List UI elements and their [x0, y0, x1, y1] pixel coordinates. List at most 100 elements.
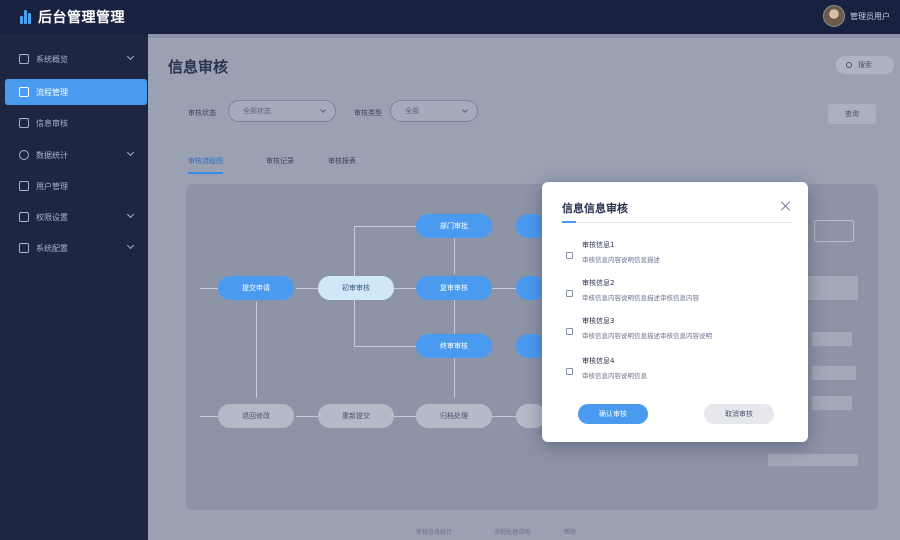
item-desc: 审核信息内容说明信息: [582, 372, 647, 380]
connector: [394, 416, 416, 417]
sidebar-item-label: 用户管理: [36, 181, 68, 191]
sidebar-item-settings[interactable]: 系统配置: [5, 235, 147, 261]
search-label: 搜索: [858, 61, 872, 69]
flow-node-top[interactable]: 部门审批: [416, 214, 492, 238]
item-title: 审核信息3: [582, 317, 615, 325]
close-icon[interactable]: [780, 200, 792, 212]
item-desc: 审核信息内容说明信息描述: [582, 256, 660, 264]
chevron-down-icon: [126, 241, 135, 250]
connector: [354, 346, 416, 347]
checkbox[interactable]: [566, 328, 573, 335]
sidebar-item-label: 流程管理: [36, 87, 68, 97]
footer-link[interactable]: 流程处理说明: [494, 529, 531, 536]
modal-title: 信息信息审核: [562, 202, 628, 215]
status-select-value: 全部状态: [243, 107, 271, 115]
type-select-value: 全部: [405, 107, 419, 115]
document-icon: [19, 118, 29, 128]
flow-node-grey[interactable]: 归档处理: [416, 404, 492, 428]
flow-icon: [19, 87, 29, 97]
connector: [296, 416, 318, 417]
search-icon: [846, 62, 852, 68]
item-title: 审核信息4: [582, 357, 615, 365]
item-title: 审核信息2: [582, 279, 615, 287]
item-desc: 审核信息内容说明信息描述审核信息内容: [582, 294, 699, 302]
flow-node-partial[interactable]: [516, 276, 546, 300]
connector: [492, 288, 516, 289]
status-select[interactable]: 全部状态: [228, 100, 336, 122]
item-desc: 审核信息内容说明信息描述审核信息内容说明: [582, 332, 712, 340]
app-logo[interactable]: 后台管理管理: [20, 7, 125, 27]
flow-node-bottom[interactable]: 终审审核: [416, 334, 492, 358]
page-title: 信息审核: [168, 58, 229, 76]
flow-node-grey[interactable]: 退回修改: [218, 404, 294, 428]
sidebar-item-users[interactable]: 用户管理: [5, 173, 147, 199]
sidebar-item-stats[interactable]: 数据统计: [5, 142, 147, 168]
chevron-down-icon: [462, 107, 468, 113]
flow-node-grey[interactable]: 重新提交: [318, 404, 394, 428]
flow-node-middle[interactable]: 复审审核: [416, 276, 492, 300]
panel-line: [812, 396, 852, 410]
sidebar-item-label: 权限设置: [36, 212, 68, 222]
checkbox[interactable]: [566, 368, 573, 375]
flow-node-review[interactable]: 初审审核: [318, 276, 394, 300]
panel-line: [768, 454, 858, 466]
tab-flow-chart[interactable]: 审核流程图: [188, 156, 223, 174]
connector: [296, 288, 318, 289]
connector: [256, 302, 257, 398]
review-modal: 信息信息审核 审核信息1 审核信息内容说明信息描述 审核信息2 审核信息内容说明…: [542, 182, 808, 442]
connector: [454, 300, 455, 334]
checkbox[interactable]: [566, 290, 573, 297]
divider: [562, 222, 792, 223]
sidebar-item-label: 数据统计: [36, 150, 68, 160]
user-icon: [19, 181, 29, 191]
checkbox[interactable]: [566, 252, 573, 259]
footer-link[interactable]: 帮助: [564, 529, 577, 536]
filter-label-status: 审核状态: [188, 109, 216, 117]
sidebar-item-process[interactable]: 流程管理: [5, 79, 147, 105]
avatar[interactable]: [823, 5, 845, 27]
confirm-button[interactable]: 确认审核: [578, 404, 648, 424]
connector: [354, 226, 416, 227]
clock-icon: [19, 150, 29, 160]
flow-node-partial[interactable]: [516, 214, 546, 238]
user-menu[interactable]: 管理员用户: [823, 5, 890, 27]
chevron-down-icon: [126, 210, 135, 219]
footer-link[interactable]: 审核信息统计: [416, 529, 453, 536]
panel-field: [806, 276, 858, 300]
sidebar-item-review[interactable]: 信息审核: [5, 110, 147, 136]
panel-line: [812, 366, 856, 380]
flow-node-grey[interactable]: [516, 404, 546, 428]
divider-accent: [562, 221, 576, 223]
connector: [454, 358, 455, 398]
chevron-down-icon: [126, 148, 135, 157]
sidebar-item-permissions[interactable]: 权限设置: [5, 204, 147, 230]
connector: [354, 300, 355, 346]
connector: [394, 288, 416, 289]
sidebar-item-label: 系统概览: [36, 54, 68, 64]
settings-icon: [19, 243, 29, 253]
search-button[interactable]: 搜索: [836, 56, 894, 74]
dashboard-icon: [19, 54, 29, 64]
sidebar-item-overview[interactable]: 系统概览: [5, 46, 147, 72]
item-title: 审核信息1: [582, 241, 615, 249]
panel-line: [812, 332, 852, 346]
type-select[interactable]: 全部: [390, 100, 478, 122]
sidebar-item-label: 系统配置: [36, 243, 68, 253]
query-button[interactable]: 查询: [828, 104, 876, 124]
panel-control[interactable]: [814, 220, 854, 242]
connector: [200, 416, 218, 417]
tab-reports[interactable]: 审核报表: [328, 157, 356, 165]
flow-node-start[interactable]: 提交申请: [218, 276, 294, 300]
chevron-down-icon: [320, 107, 326, 113]
connector: [454, 238, 455, 274]
cancel-button[interactable]: 取消审核: [704, 404, 774, 424]
tab-records[interactable]: 审核记录: [266, 157, 294, 165]
chevron-down-icon: [126, 52, 135, 61]
username: 管理员用户: [850, 11, 890, 21]
filter-label-type: 审核类型: [354, 109, 382, 117]
top-bar: 后台管理管理 管理员用户: [0, 0, 900, 34]
flow-node-partial[interactable]: [516, 334, 546, 358]
connector: [492, 416, 516, 417]
lock-icon: [19, 212, 29, 222]
app-title: 后台管理管理: [38, 10, 125, 26]
